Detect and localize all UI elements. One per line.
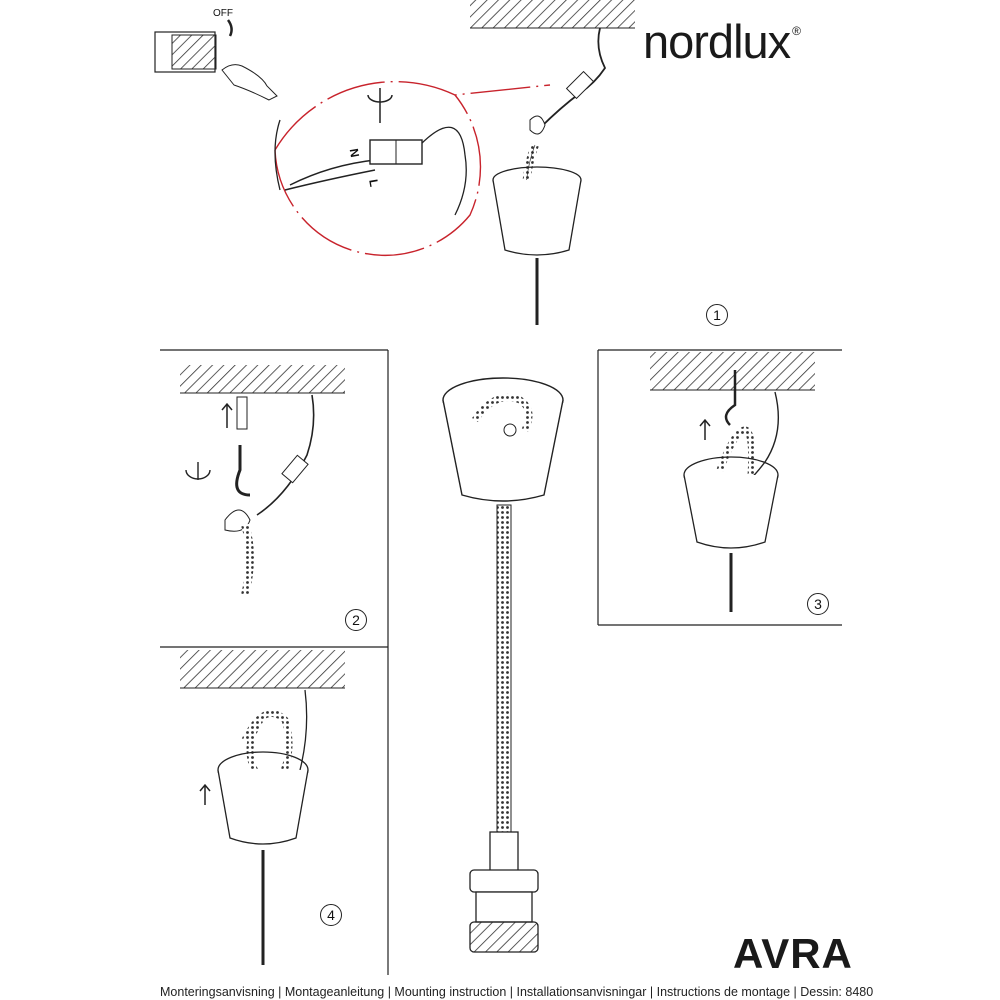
logo-text: nordlux xyxy=(643,15,791,68)
step1-illustration xyxy=(154,0,635,325)
step-3-marker: 3 xyxy=(807,593,829,615)
step4-illustration xyxy=(180,650,345,965)
registered-mark: ® xyxy=(792,24,801,38)
step2-illustration xyxy=(180,365,345,596)
off-label: OFF xyxy=(213,8,233,19)
step-2-marker: 2 xyxy=(345,609,367,631)
step-1-marker: 1 xyxy=(706,304,728,326)
nordlux-logo: nordlux® xyxy=(643,14,801,69)
product-illustration xyxy=(442,377,564,953)
product-name: AVRA xyxy=(733,930,853,977)
step-4-marker: 4 xyxy=(320,904,342,926)
footer-caption: Monteringsanvisning | Montageanleitung |… xyxy=(160,985,874,999)
step3-illustration xyxy=(650,352,815,612)
